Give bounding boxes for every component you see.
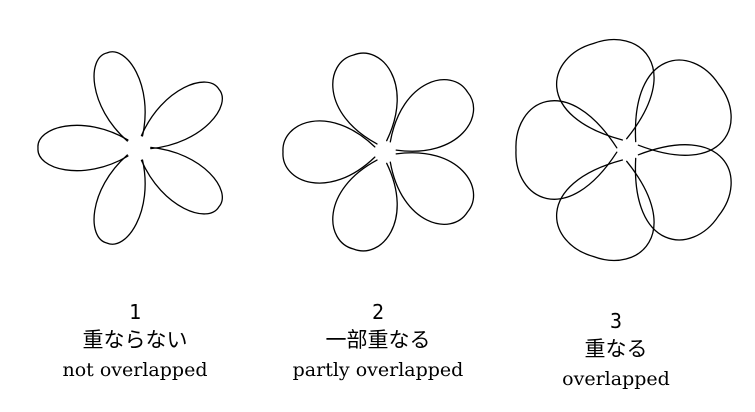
flower-2-partly-overlapped <box>283 53 474 251</box>
caption-1: 1 重ならない not overlapped <box>15 300 255 383</box>
caption-3: 3 重なる overlapped <box>496 309 736 392</box>
petal-outline <box>516 101 617 200</box>
diagram-label-japanese: 重なる <box>496 336 736 362</box>
petal-outline <box>557 160 654 260</box>
caption-2: 2 一部重なる partly overlapped <box>258 300 498 383</box>
petal-outline <box>141 147 222 214</box>
diagram-label-japanese: 重ならない <box>15 327 255 353</box>
petal-outline <box>333 53 397 144</box>
petal-outline <box>635 60 731 155</box>
petal-outline <box>94 52 145 141</box>
diagram-label-japanese: 一部重なる <box>258 327 498 353</box>
petal-outline <box>283 121 375 183</box>
petal-outline <box>94 155 145 244</box>
flower-drawings <box>0 0 755 290</box>
diagram-label-english: overlapped <box>496 368 736 392</box>
petal-outline <box>141 82 222 149</box>
petal-outline <box>635 145 731 240</box>
diagram-label-english: not overlapped <box>15 359 255 383</box>
petal-outline <box>333 160 397 251</box>
diagram-number: 1 <box>15 300 255 325</box>
petal-outline <box>390 80 473 152</box>
diagram-label-english: partly overlapped <box>258 359 498 383</box>
diagram-number: 3 <box>496 309 736 334</box>
petal-outline <box>38 125 128 170</box>
petal-outline <box>390 153 473 225</box>
diagram-number: 2 <box>258 300 498 325</box>
petal-outline <box>557 40 654 140</box>
flower-1-not-overlapped <box>38 52 222 244</box>
flower-3-overlapped <box>516 40 731 261</box>
